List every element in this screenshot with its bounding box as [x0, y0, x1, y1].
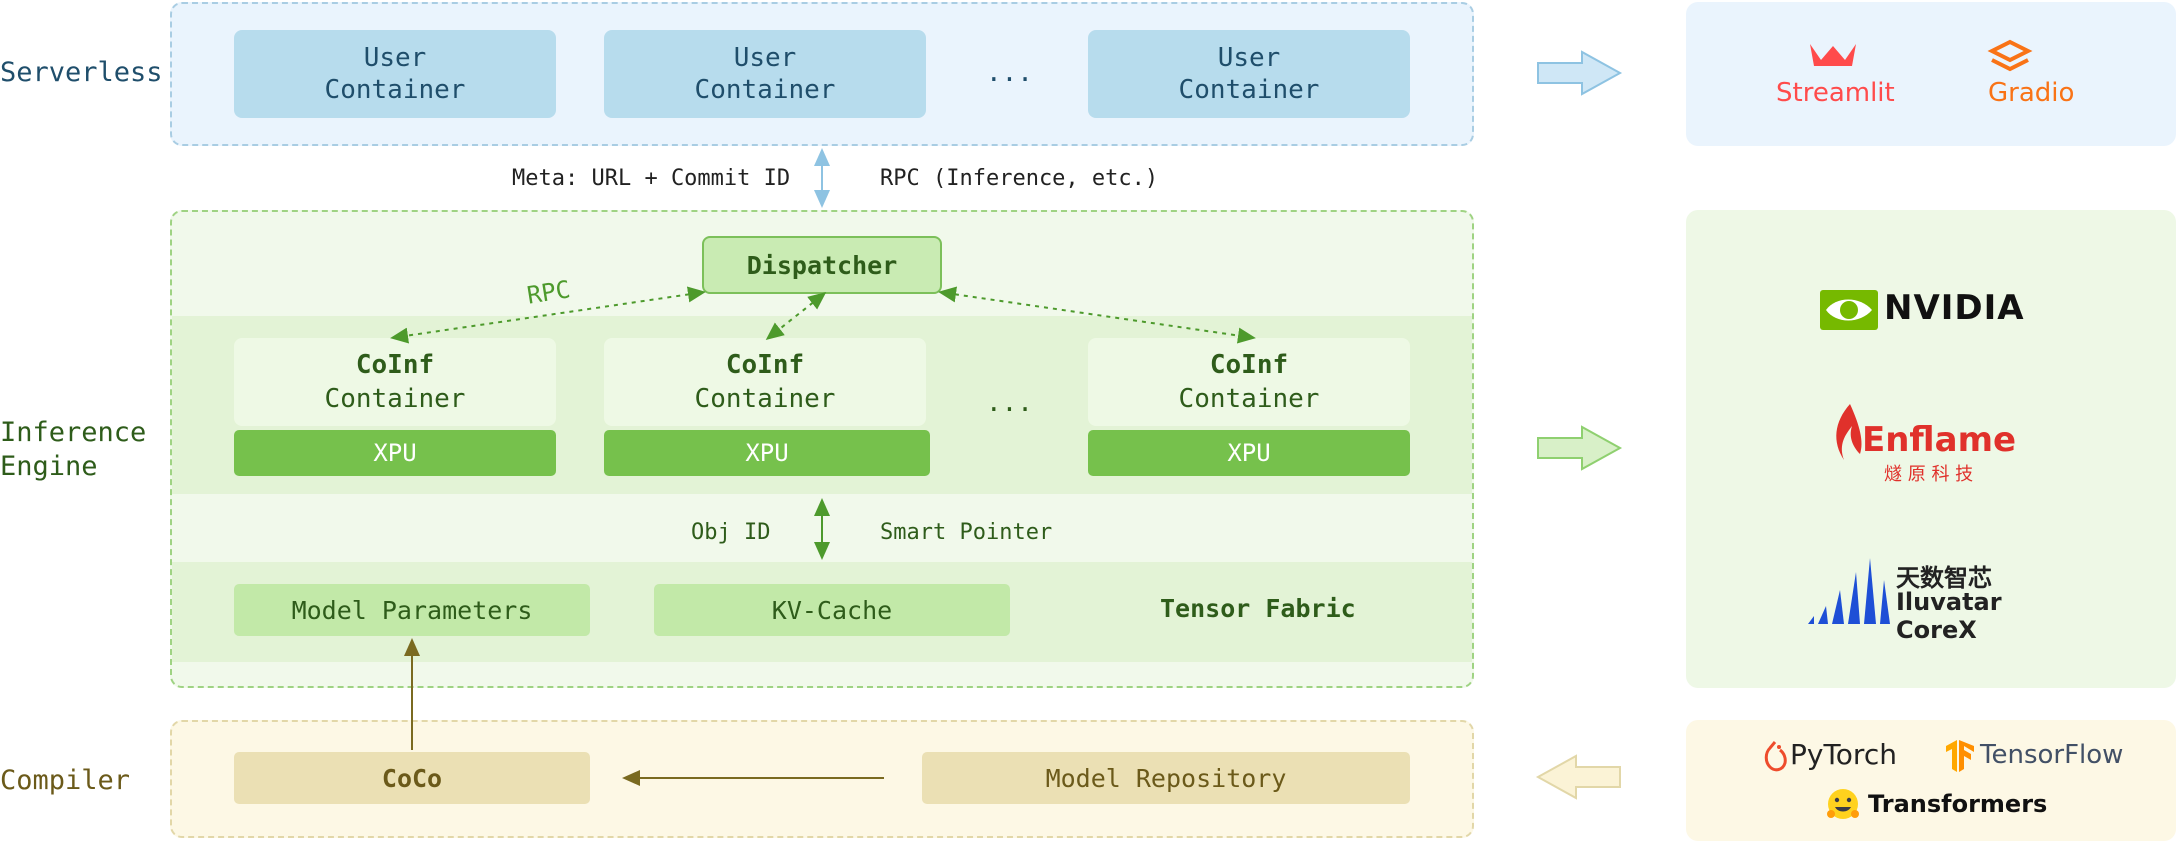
streamlit-logo: Streamlit	[1768, 40, 1898, 114]
tensorflow-icon	[1946, 740, 1974, 772]
transformers-label: Transformers	[1868, 790, 2048, 818]
layer-label-inference-line2: Engine	[0, 451, 98, 482]
transformers-logo: Transformers	[1826, 788, 2047, 822]
kv-cache-box: KV-Cache	[654, 584, 1010, 636]
user-container-line1: User	[733, 43, 797, 73]
user-container-1: User Container	[234, 30, 556, 118]
model-repository-box: Model Repository	[922, 752, 1410, 804]
enflame-flame-icon	[1836, 404, 1862, 460]
enflame-label: Enflame	[1862, 420, 2017, 460]
coinf-container-1: CoInf Container	[234, 338, 556, 426]
streamlit-label: Streamlit	[1776, 78, 1895, 108]
pytorch-logo: PyTorch	[1764, 738, 1904, 774]
coinf-line2: Container	[1178, 384, 1320, 414]
layer-label-inference-engine: Inference Engine	[0, 416, 146, 484]
coinf-line2: Container	[324, 384, 466, 414]
dispatcher-box: Dispatcher	[702, 236, 942, 294]
framework-logo-panel	[1686, 720, 2176, 841]
xpu-box-3: XPU	[1088, 430, 1410, 476]
user-container-line1: User	[1217, 43, 1281, 73]
compiler-block-arrow	[1535, 754, 1621, 800]
xpu-box-1: XPU	[234, 430, 556, 476]
xpu-box-2: XPU	[604, 430, 930, 476]
tensor-fabric-label: Tensor Fabric	[1160, 594, 1356, 623]
smart-pointer-label: Smart Pointer	[880, 520, 1053, 545]
enflame-logo: Enflame 燧 原 科 技	[1830, 402, 2030, 485]
rpc-inference-label: RPC (Inference, etc.)	[880, 166, 1159, 191]
user-container-3: User Container	[1088, 30, 1410, 118]
layer-label-compiler: Compiler	[0, 765, 131, 796]
hardware-logo-panel	[1686, 210, 2176, 688]
coinf-line2: Container	[694, 384, 836, 414]
pytorch-label: PyTorch	[1790, 738, 1897, 771]
coinf-line1: CoInf	[725, 350, 805, 380]
coinf-line1: CoInf	[355, 350, 435, 380]
iluvatar-logo: 天数智芯 Iluvatar CoreX	[1804, 554, 2044, 644]
tensorflow-logo: TensorFlow	[1944, 738, 2144, 774]
user-container-ellipsis: ...	[986, 58, 1033, 88]
gradio-logo: Gradio	[1974, 38, 2094, 114]
rpc-arrow-left	[390, 286, 706, 344]
gradio-label: Gradio	[1988, 78, 2075, 108]
nvidia-logo: NVIDIA	[1820, 288, 2030, 332]
layer-label-inference-line1: Inference	[0, 417, 147, 448]
streamlit-crown-icon	[1810, 44, 1856, 66]
frontend-logo-panel	[1686, 2, 2176, 146]
user-container-line2: Container	[1178, 75, 1320, 105]
rpc-arrow-middle	[765, 292, 827, 340]
model-parameters-box: Model Parameters	[234, 584, 590, 636]
serverless-block-arrow	[1537, 50, 1623, 96]
user-container-2: User Container	[604, 30, 926, 118]
coinf-ellipsis: ...	[986, 388, 1033, 418]
layer-label-serverless: Serverless	[0, 57, 163, 88]
user-container-line2: Container	[694, 75, 836, 105]
rpc-arrow-right	[938, 286, 1256, 344]
iluvatar-wave-icon	[1808, 558, 1890, 624]
iluvatar-label: Iluvatar CoreX	[1896, 588, 2002, 644]
coinf-container-3: CoInf Container	[1088, 338, 1410, 426]
coco-box: CoCo	[234, 752, 590, 804]
coinf-line1: CoInf	[1209, 350, 1289, 380]
gradio-stack-icon	[1987, 39, 2033, 72]
user-container-line2: Container	[324, 75, 466, 105]
nvidia-eye-icon	[1820, 290, 1878, 330]
nvidia-label: NVIDIA	[1884, 288, 2025, 328]
coinf-container-2: CoInf Container	[604, 338, 926, 426]
user-container-line1: User	[363, 43, 427, 73]
hugging-face-icon	[1827, 789, 1859, 819]
meta-label: Meta: URL + Commit ID	[512, 166, 791, 191]
inference-block-arrow	[1537, 425, 1623, 471]
pytorch-flame-icon	[1764, 741, 1787, 772]
obj-id-label: Obj ID	[691, 520, 771, 545]
tensorflow-label: TensorFlow	[1980, 740, 2124, 770]
iluvatar-chinese-label: 天数智芯	[1896, 564, 1992, 592]
enflame-chinese-label: 燧 原 科 技	[1884, 464, 1974, 485]
